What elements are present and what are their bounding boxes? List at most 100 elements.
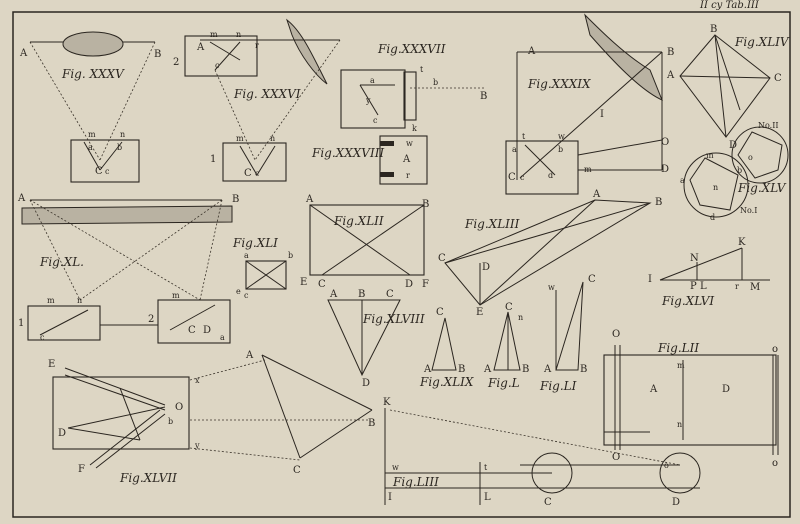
fig-43-label: A bbox=[592, 189, 601, 200]
fig-47-label: O bbox=[175, 402, 183, 413]
fig-47-label: C bbox=[293, 465, 301, 476]
fig-36-label: c bbox=[215, 61, 220, 70]
fig-36-label: 1 bbox=[210, 154, 216, 165]
fig-52: Fig.LII O o m A D n O o bbox=[603, 329, 779, 469]
fig-47: Fig.XLVII E A x O D b B y F C bbox=[48, 350, 375, 485]
fig-39-label: a bbox=[512, 145, 517, 154]
fig-37-label: b bbox=[433, 78, 438, 87]
fig-49-title: Fig.XLIX bbox=[419, 375, 474, 389]
fig-49-label: B bbox=[458, 364, 465, 375]
fig-46-label: P bbox=[690, 281, 697, 292]
fig-36-label: m bbox=[236, 134, 244, 143]
fig-38-label: w bbox=[406, 139, 413, 148]
fig-43-label: C bbox=[438, 253, 446, 264]
fig-36: Fig. XXXVI A m n r c 2 1 m n C c bbox=[173, 18, 341, 182]
fig-52-label: O bbox=[612, 329, 620, 340]
fig-48: Fig.XLVIII A B C D bbox=[327, 289, 425, 389]
fig-47-label: B bbox=[368, 418, 375, 429]
fig-42-title: Fig.XLII bbox=[333, 214, 384, 228]
fig-44-label: C bbox=[774, 73, 782, 84]
fig-50-title: Fig.L bbox=[487, 376, 520, 390]
fig-52-label: n bbox=[677, 420, 682, 429]
fig-40-label: B bbox=[232, 194, 239, 205]
fig-36-label: 2 bbox=[173, 57, 179, 68]
fig-41: Fig.XLI a b c e bbox=[232, 236, 293, 300]
fig-50: Fig.L C n A B bbox=[483, 302, 529, 390]
fig-43-label: B bbox=[655, 197, 662, 208]
fig-45-label: m bbox=[706, 151, 714, 160]
fig-35-label: n bbox=[120, 130, 125, 139]
fig-39-label: B bbox=[667, 47, 674, 58]
fig-37-label: a bbox=[370, 76, 375, 85]
fig-36-label: m bbox=[210, 30, 218, 39]
fig-52-label: A bbox=[649, 384, 658, 395]
fig-42-label: E bbox=[300, 277, 307, 288]
fig-39-label: A bbox=[527, 46, 536, 57]
fig-35-label: a bbox=[88, 143, 93, 152]
fig-35-title: Fig. XXXV bbox=[61, 67, 125, 81]
fig-53: Fig.LIII K w t L I C D o bbox=[383, 397, 701, 508]
fig-35-label: A bbox=[19, 48, 28, 59]
fig-46-label: K bbox=[738, 237, 746, 248]
fig-39-label: C bbox=[508, 172, 516, 183]
fig-36-label: c bbox=[255, 169, 260, 178]
fig-48-label: D bbox=[362, 378, 370, 389]
fig-43-label: D bbox=[482, 262, 490, 273]
fig-39-title: Fig.XXXIX bbox=[527, 77, 591, 91]
fig-50-label: B bbox=[522, 364, 529, 375]
fig-45-label: No.II bbox=[758, 121, 779, 130]
fig-53-label: o bbox=[664, 461, 669, 470]
fig-52-label: o bbox=[772, 458, 778, 469]
fig-40-label: 2 bbox=[148, 314, 154, 325]
fig-43-label: E bbox=[476, 307, 483, 318]
fig-49-label: C bbox=[436, 307, 444, 318]
fig-47-title: Fig.XLVII bbox=[119, 471, 177, 485]
fig-45-label: o bbox=[748, 153, 753, 162]
fig-52-title: Fig.LII bbox=[657, 341, 699, 355]
fig-46: Fig.XLVI K N I P L r M bbox=[648, 237, 770, 308]
fig-43: Fig.XLIII A B C D E bbox=[438, 189, 662, 318]
fig-48-title: Fig.XLVIII bbox=[362, 312, 425, 326]
fig-35-label: b bbox=[117, 143, 122, 152]
fig-35: Fig. XXXV A B m n a b C c bbox=[19, 31, 161, 183]
fig-40-label: m bbox=[47, 296, 55, 305]
corner-text: II cy Tab.III bbox=[699, 0, 760, 11]
fig-43-title: Fig.XLIII bbox=[464, 217, 520, 231]
fig-36-label: A bbox=[196, 42, 205, 53]
fig-40-label: m bbox=[172, 291, 180, 300]
fig-35-label: B bbox=[154, 49, 161, 60]
fig-39-label: m bbox=[584, 165, 592, 174]
fig-52-label: o bbox=[772, 344, 778, 355]
fig-42-label: D bbox=[405, 279, 413, 290]
fig-37-label: k bbox=[412, 124, 417, 133]
fig-45-label: a bbox=[680, 176, 685, 185]
fig-36-title: Fig. XXXVI bbox=[233, 87, 301, 101]
fig-46-label: L bbox=[700, 281, 707, 292]
fig-42-label: B bbox=[422, 199, 429, 210]
fig-39-label: O bbox=[661, 137, 669, 148]
fig-41-label: b bbox=[288, 251, 293, 260]
fig-47-label: D bbox=[58, 428, 66, 439]
fig-39-label: D bbox=[661, 164, 669, 175]
fig-41-label: a bbox=[244, 251, 249, 260]
fig-53-label: L bbox=[484, 492, 491, 503]
fig-37: Fig.XXXVII a t b B c y k bbox=[340, 42, 487, 133]
fig-42-label: C bbox=[318, 279, 326, 290]
fig-45-label: d bbox=[710, 213, 715, 222]
fig-40-label: A bbox=[17, 193, 26, 204]
fig-41-title: Fig.XLI bbox=[232, 236, 278, 250]
fig-36-label: r bbox=[255, 41, 259, 50]
fig-44: Fig.XLIV B A C D bbox=[666, 24, 790, 151]
fig-49: Fig.XLIX C A B bbox=[419, 307, 474, 389]
fig-46-label: r bbox=[735, 282, 739, 291]
fig-40-label: 1 bbox=[18, 318, 24, 329]
fig-47-label: b bbox=[168, 417, 173, 426]
fig-40-label: a bbox=[220, 333, 225, 342]
fig-37-label: t bbox=[420, 65, 424, 74]
fig-51: Fig.LI C w A B bbox=[539, 274, 596, 393]
fig-40: Fig.XL. A B m n 1 c 2 m C D a bbox=[17, 193, 239, 344]
fig-50-label: A bbox=[483, 364, 492, 375]
fig-53-label: t bbox=[484, 463, 488, 472]
fig-38-title: Fig.XXXVIII bbox=[311, 146, 384, 160]
